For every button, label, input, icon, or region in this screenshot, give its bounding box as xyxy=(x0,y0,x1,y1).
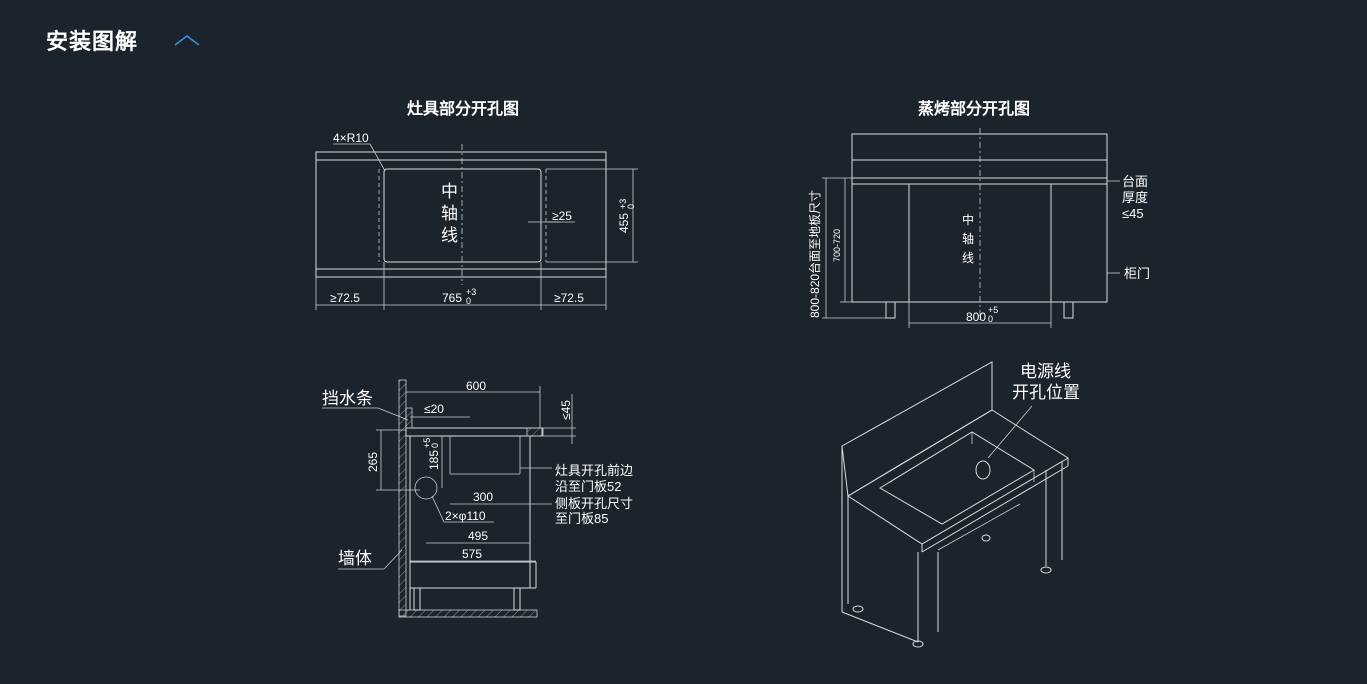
side-note-2: 至门板85 xyxy=(555,511,608,526)
counter-note-1: 台面 xyxy=(1122,174,1148,189)
left-margin-dim: ≥72.5 xyxy=(330,291,360,305)
gap-dim: ≥25 xyxy=(552,209,572,223)
wall-hatch xyxy=(398,379,407,617)
height-265-dim: 265 xyxy=(366,452,380,472)
cable-note-2: 开孔位置 xyxy=(1012,383,1080,402)
holes-note: 2×φ110 xyxy=(445,509,486,523)
countertop xyxy=(847,409,1069,545)
cabinet-height-dim: 700-720 xyxy=(832,229,842,262)
center-label-1: 中 xyxy=(441,182,458,201)
oven-cutout-title: 蒸烤部分开孔图 xyxy=(918,99,1030,118)
door-note: 柜门 xyxy=(1124,266,1150,281)
floor-hatch xyxy=(398,609,538,618)
floor-height-dim: 800-820台面至地板尺寸 xyxy=(807,190,822,318)
cable-hole-iso xyxy=(975,460,991,480)
side-section-diagram: 挡水条 600 ≤20 ≤45 265 185 +5 0 灶具开孔前边 沿至门板… xyxy=(322,379,633,618)
wall-label: 墙体 xyxy=(338,549,372,568)
cooktop-cutout-title: 灶具部分开孔图 xyxy=(407,99,519,118)
hole-tol-up: +5 xyxy=(422,438,432,448)
center-label-b1: 中 xyxy=(962,212,974,227)
splash-gap-dim: ≤20 xyxy=(424,402,444,416)
dim-575: 575 xyxy=(462,547,482,561)
dim-495: 495 xyxy=(468,529,488,543)
oven-width-tol-down: 0 xyxy=(988,314,993,324)
hole-height-dim: 185 xyxy=(427,450,441,470)
height-tol-up: +3 xyxy=(618,199,628,209)
front-note-1: 灶具开孔前边 xyxy=(555,463,633,478)
height-dim: 455 xyxy=(617,213,631,233)
hole-tol-down: 0 xyxy=(430,443,440,448)
center-label-2: 轴 xyxy=(441,204,458,223)
width-tol-up: +3 xyxy=(466,287,476,297)
page-header: 安装图解 xyxy=(46,24,202,56)
top-thickness-dim: ≤45 xyxy=(559,400,573,420)
counter-note-2: 厚度 xyxy=(1122,190,1148,205)
center-label-3: 线 xyxy=(441,226,458,245)
center-label-b3: 线 xyxy=(962,251,974,265)
backsplash-panel xyxy=(841,361,993,497)
cutout-width-dim: 765 xyxy=(442,291,462,305)
side-note-1: 侧板开孔尺寸 xyxy=(555,496,633,511)
front-note-2: 沿至门板52 xyxy=(555,479,621,494)
cooktop-opening xyxy=(879,431,1035,525)
isometric-view: 电源线 开孔位置 xyxy=(841,361,1080,648)
oven-cutout-diagram: 蒸烤部分开孔图 800-820台面至地板尺寸 700-720 中 轴 线 台面 … xyxy=(807,99,1150,328)
depth-dim: 600 xyxy=(466,379,486,393)
splash-label: 挡水条 xyxy=(322,389,373,408)
page-title: 安装图解 xyxy=(46,29,139,54)
counter-outline xyxy=(315,151,607,278)
right-margin-dim: ≥72.5 xyxy=(554,291,584,305)
center-label-b2: 轴 xyxy=(962,231,974,246)
oven-width-dim: 800 xyxy=(966,310,986,324)
cable-note-1: 电源线 xyxy=(1020,362,1071,381)
oven-width-tol-up: +5 xyxy=(988,305,998,315)
splash-guard xyxy=(405,407,413,429)
counter-note-3: ≤45 xyxy=(1122,206,1144,221)
cooktop-cutout-diagram: 灶具部分开孔图 4×R10 中 轴 线 ≥25 455 +3 0 ≥ xyxy=(315,99,638,310)
radius-note: 4×R10 xyxy=(333,131,369,145)
cabinet-outline xyxy=(851,133,1108,303)
chevron-up-icon xyxy=(174,35,200,46)
dim-300: 300 xyxy=(473,490,493,504)
collapse-toggle[interactable] xyxy=(172,30,202,50)
cable-hole xyxy=(414,476,438,500)
height-tol-down: 0 xyxy=(626,204,636,209)
width-tol-down: 0 xyxy=(466,296,471,306)
cooktop-cutout xyxy=(383,168,542,263)
